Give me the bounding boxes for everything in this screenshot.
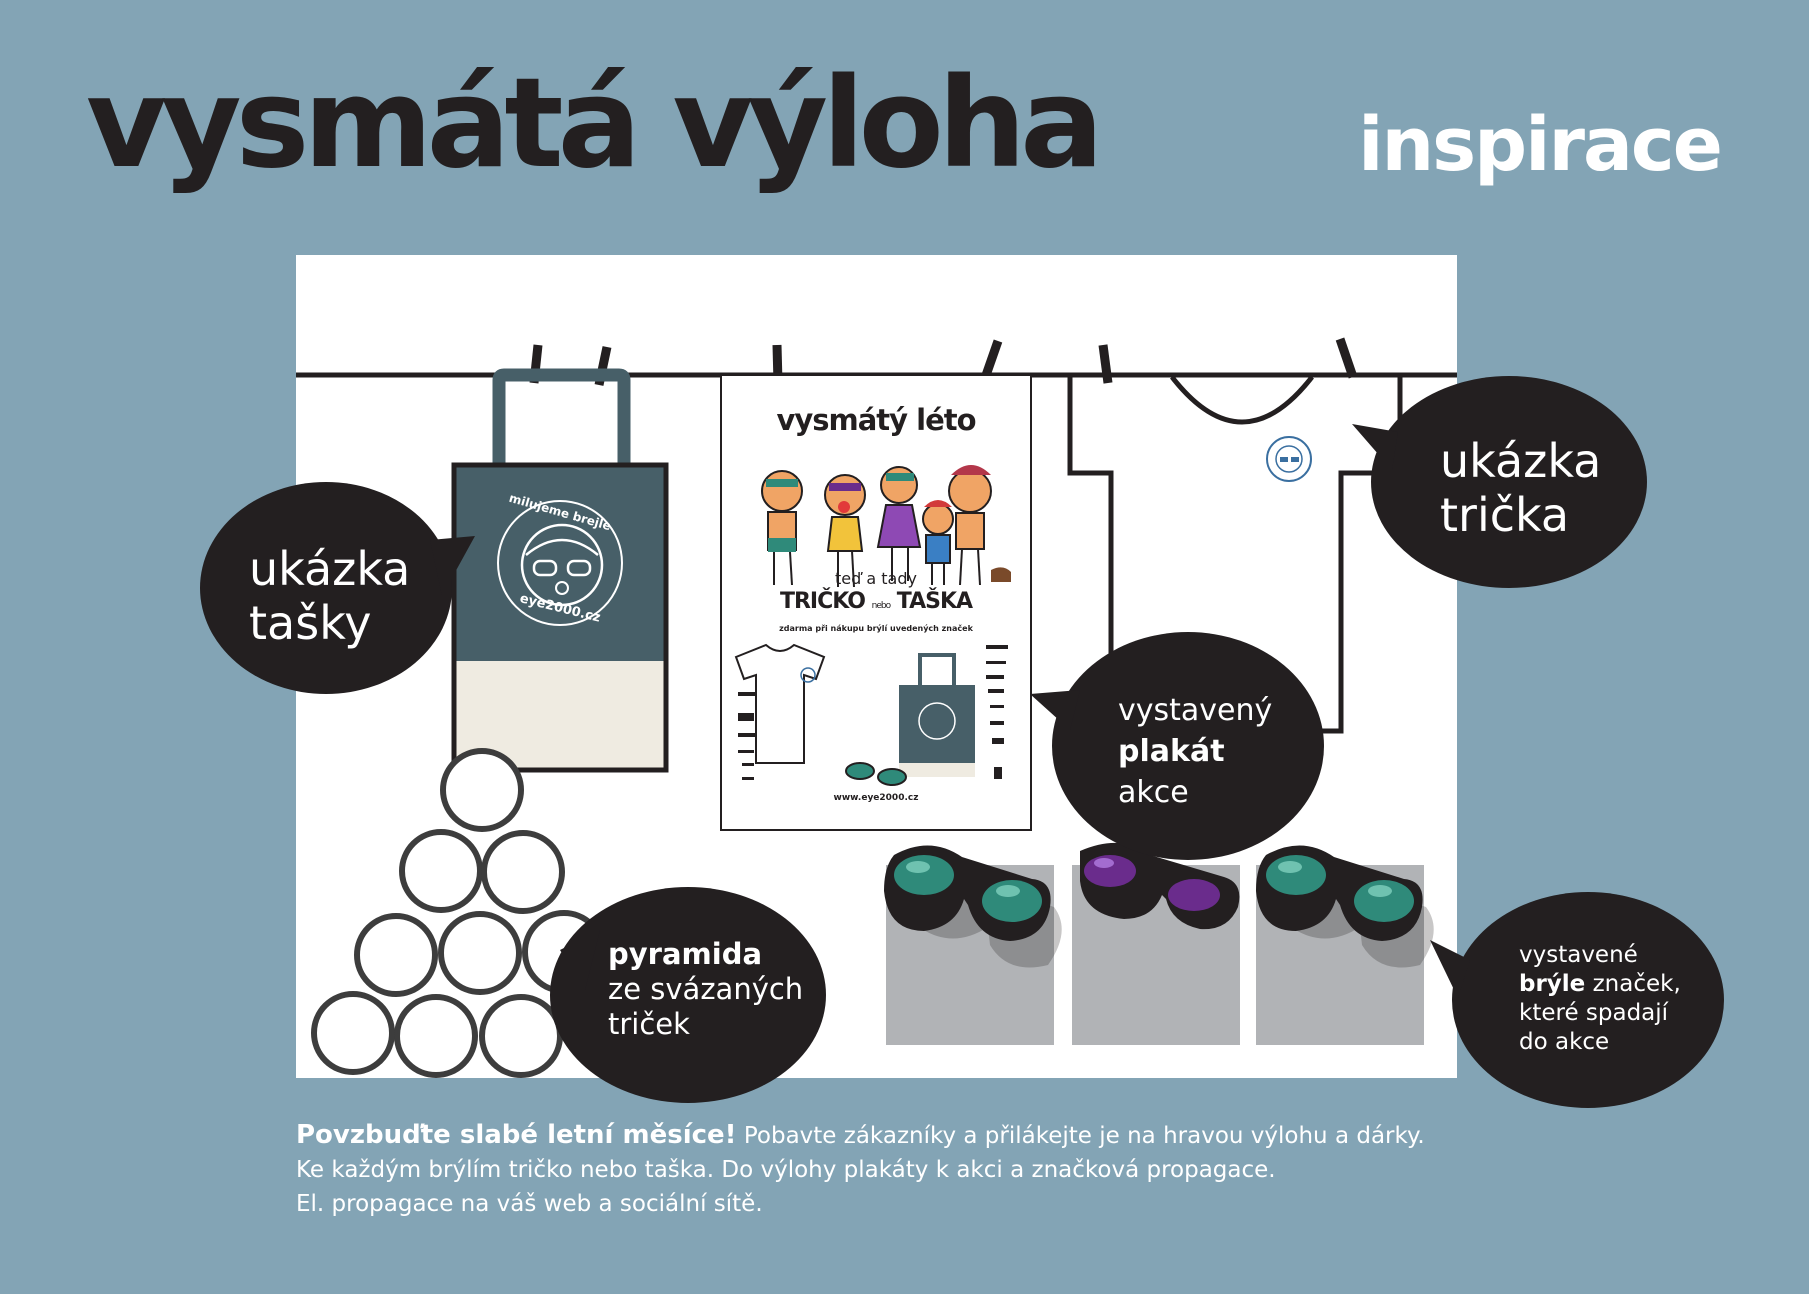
footer-line2: Ke každým brýlím tričko nebo taška. Do v… [296,1157,1276,1183]
bag-illustration [451,368,669,773]
bubble-shirt [1371,376,1647,588]
bubble-glasses-line1: vystavené [1519,942,1638,968]
poster-tagline: teď a tady [835,569,917,588]
poster-note: zdarma při nákupu brýlí uvedených značek [779,624,973,633]
bubble-bag-line2: tašky [249,596,372,650]
bubble-bag-text: ukázka tašky [249,542,410,650]
sunglasses-green-2 [1256,845,1434,968]
bubble-shirt-text: ukázka trička [1440,434,1601,542]
bubble-pyramid [550,887,826,1103]
bubble-glasses-line2-rest: značek, [1585,971,1681,997]
bubble-pyramid-line1: pyramida [608,937,763,971]
bubble-poster-line1: vystavený [1118,693,1273,728]
poster-tricko: TRIČKO [779,589,866,614]
poster-family-figures [761,465,1011,588]
bubble-glasses-line2: brýle značek, [1519,970,1681,999]
bubble-glasses-line3: které spadají [1519,1000,1669,1026]
footer-line1-rest: Pobavte zákazníky a přilákejte je na hra… [736,1123,1425,1149]
page-title: vysmátá výloha [86,52,1104,196]
poster-url: www.eye2000.cz [833,793,919,803]
bubble-bag-line1: ukázka [249,542,411,596]
footer-line3: El. propagace na váš web a sociální sítě… [296,1191,763,1217]
bubble-glasses [1452,892,1724,1108]
footer-description: Povzbuďte slabé letní měsíce! Pobavte zá… [296,1118,1596,1221]
poster-offer: TRIČKO nebo TAŠKA [721,589,1031,614]
bubble-poster-line2: plakát [1118,734,1225,769]
scene-illustration [296,337,1457,1078]
bubble-pyramid-text: pyramida ze svázaných triček [608,937,803,1042]
poster-taska: TAŠKA [896,589,973,614]
bubble-glasses-line4: do akce [1519,1029,1610,1055]
page-subtitle: inspirace [1358,102,1723,188]
poster-mini-items [734,643,1008,786]
sunglasses-purple [1080,842,1240,930]
bubble-poster-text: vystavený plakát akce [1118,690,1272,813]
bubble-bag [200,482,452,694]
sunglasses-green-1 [884,845,1062,968]
bubble-shirt-line1: ukázka [1440,434,1602,488]
bubble-pyramid-line3: triček [608,1007,690,1041]
bubble-glasses-text: vystavené brýle značek, které spadají do… [1519,941,1681,1057]
poster-heading: vysmátý léto [776,403,976,437]
bubble-poster [1052,632,1324,860]
bubble-poster-line3: akce [1118,775,1189,810]
footer-lead: Povzbuďte slabé letní měsíce! [296,1120,737,1150]
footer-line1: Povzbuďte slabé letní měsíce! Pobavte zá… [296,1118,1596,1153]
poster-nebo: nebo [871,601,891,611]
bubble-glasses-bold: brýle [1519,971,1586,997]
bubble-pyramid-line2: ze svázaných [608,972,804,1006]
bubble-shirt-line2: trička [1440,488,1570,542]
